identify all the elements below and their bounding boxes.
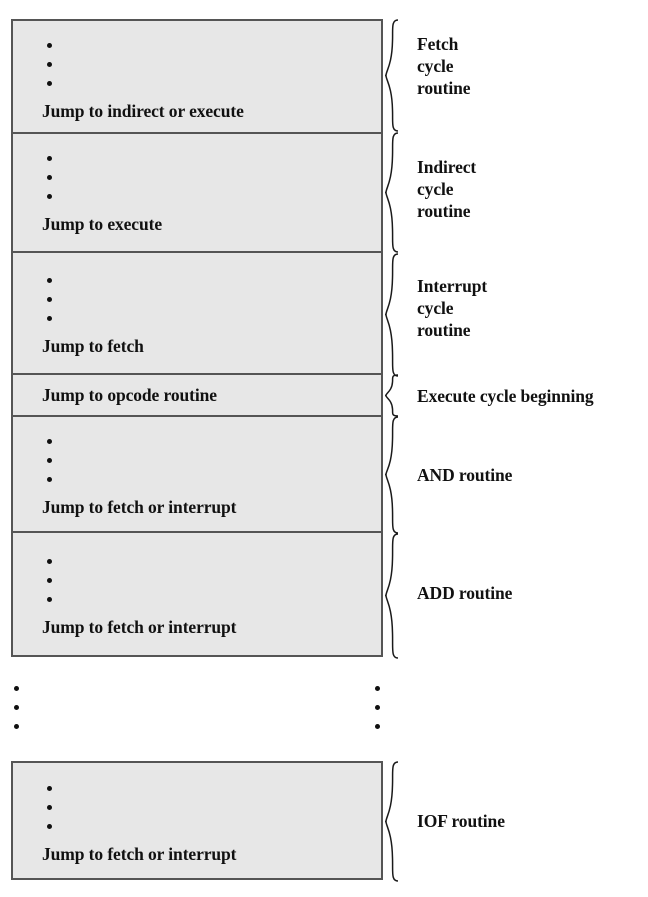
memory-block-and-routine[interactable]: Jump to fetch or interrupt bbox=[13, 415, 381, 531]
brace-interrupt-cycle-routine bbox=[385, 253, 405, 377]
annotation-fetch-cycle-routine: Fetch cycle routine bbox=[417, 34, 471, 98]
annotation-interrupt-cycle-routine: Interrupt cycle routine bbox=[417, 276, 488, 340]
brace-execute-cycle-beginning bbox=[385, 374, 405, 418]
gap-ellipsis-left-icon bbox=[14, 686, 19, 743]
vertical-ellipsis-icon bbox=[47, 156, 52, 213]
vertical-ellipsis-icon bbox=[47, 439, 52, 496]
jump-label-add: Jump to fetch or interrupt bbox=[42, 617, 237, 637]
jump-label-iof: Jump to fetch or interrupt bbox=[42, 844, 237, 864]
memory-block-indirect-cycle-routine[interactable]: Jump to execute bbox=[13, 132, 381, 251]
gap-ellipsis-right-icon bbox=[375, 686, 380, 743]
brace-fetch-cycle-routine bbox=[385, 19, 405, 132]
annotation-add-routine: ADD routine bbox=[417, 583, 513, 603]
memory-block-interrupt-cycle-routine[interactable]: Jump to fetch bbox=[13, 251, 381, 373]
brace-iof-routine bbox=[385, 761, 405, 882]
vertical-ellipsis-icon bbox=[47, 559, 52, 616]
jump-label-and: Jump to fetch or interrupt bbox=[42, 497, 237, 517]
annotation-and-routine: AND routine bbox=[417, 465, 513, 485]
brace-add-routine bbox=[385, 533, 405, 659]
jump-label-opcode: Jump to opcode routine bbox=[42, 385, 217, 405]
jump-label-indirect: Jump to execute bbox=[42, 214, 163, 234]
annotation-indirect-cycle-routine: Indirect cycle routine bbox=[417, 157, 477, 221]
vertical-ellipsis-icon bbox=[47, 278, 52, 335]
contiguous-memory-group-bottom: Jump to fetch or interrupt bbox=[11, 761, 383, 880]
memory-block-iof-routine[interactable]: Jump to fetch or interrupt bbox=[13, 763, 381, 878]
memory-block-execute-cycle-beginning[interactable]: Jump to opcode routine bbox=[13, 373, 381, 415]
annotation-execute-cycle-beginning: Execute cycle beginning bbox=[417, 386, 594, 406]
jump-label-interrupt: Jump to fetch bbox=[42, 336, 144, 356]
brace-indirect-cycle-routine bbox=[385, 132, 405, 253]
jump-label-fetch: Jump to indirect or execute bbox=[42, 101, 244, 121]
memory-block-fetch-cycle-routine[interactable]: Jump to indirect or execute bbox=[13, 21, 381, 132]
annotation-iof-routine: IOF routine bbox=[417, 811, 505, 831]
memory-block-add-routine[interactable]: Jump to fetch or interrupt bbox=[13, 531, 381, 655]
vertical-ellipsis-icon bbox=[47, 786, 52, 843]
contiguous-memory-group-top: Jump to indirect or execute Jump to exec… bbox=[11, 19, 383, 657]
vertical-ellipsis-icon bbox=[47, 43, 52, 100]
brace-and-routine bbox=[385, 416, 405, 534]
